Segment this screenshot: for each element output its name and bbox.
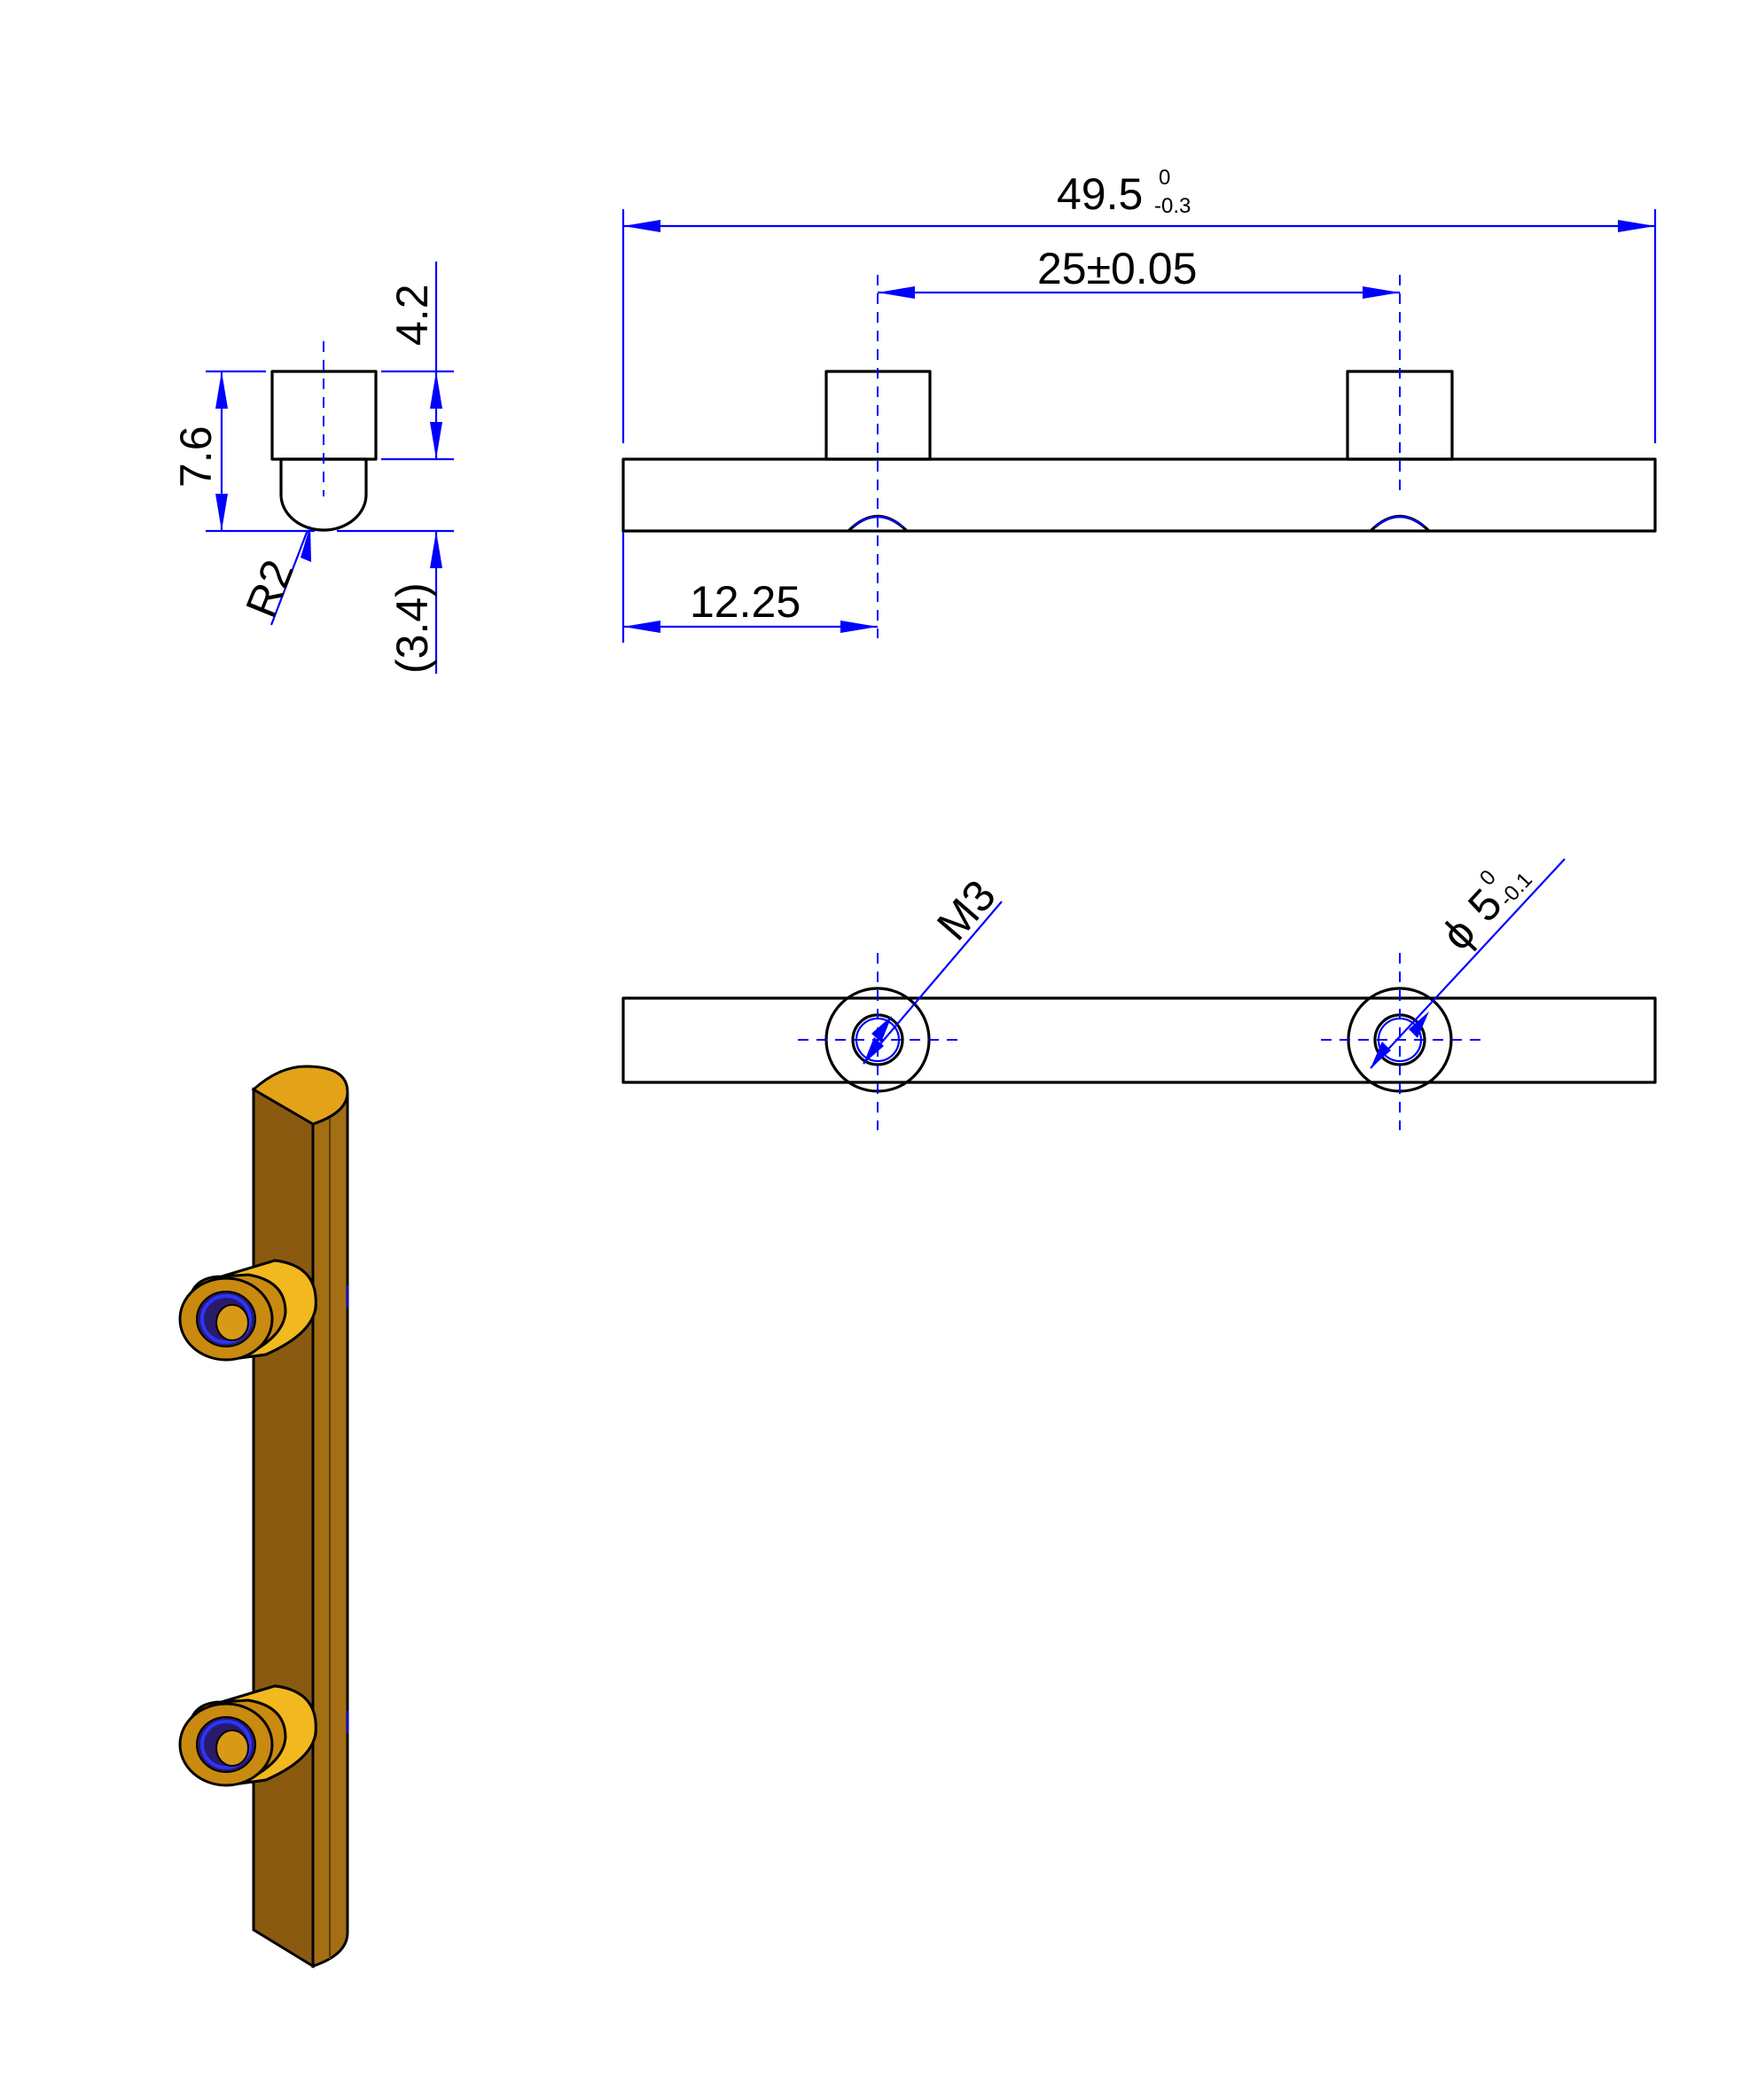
arrow-boss-top bbox=[430, 371, 442, 409]
hole-pitch-label: 25±0.05 bbox=[1037, 244, 1197, 293]
arrow-boss-bottom bbox=[430, 422, 442, 459]
arrow-height-top bbox=[215, 371, 228, 409]
end-height-label: 7.6 bbox=[171, 425, 221, 488]
arrow-pitch-left bbox=[878, 286, 915, 299]
front-view: 49.5 0 -0.3 25±0.05 12.25 bbox=[621, 166, 1657, 643]
iso-boss-lower-cylinder bbox=[221, 1684, 317, 1785]
arrow-pitch-right bbox=[1363, 286, 1400, 299]
arrow-overall-left bbox=[623, 220, 660, 232]
arrow-height-bottom bbox=[215, 494, 228, 531]
front-recess-right-blue bbox=[1374, 516, 1426, 527]
radius-label: R2 bbox=[236, 553, 303, 624]
overall-length-tol-upper: 0 bbox=[1159, 166, 1170, 190]
thread-label: M3 bbox=[927, 870, 1005, 949]
thread-leader bbox=[863, 901, 1003, 1065]
overall-length-label: 49.5 bbox=[1057, 169, 1143, 219]
arrow-edge-left bbox=[623, 621, 660, 633]
top-view: M3 ϕ 5 0 -0.1 bbox=[621, 858, 1657, 1130]
arrow-base-top bbox=[430, 531, 442, 568]
iso-boss-upper-hole-inner bbox=[215, 1304, 249, 1341]
radius-leader bbox=[270, 529, 309, 626]
iso-boss-upper-cylinder bbox=[221, 1259, 317, 1360]
front-base-bar bbox=[621, 457, 1657, 533]
iso-bar-top-face bbox=[251, 1065, 349, 1126]
arrow-diameter-a bbox=[1371, 1042, 1391, 1068]
side-profile-rounded bbox=[279, 457, 368, 532]
iso-bar-side-face bbox=[252, 1087, 315, 1969]
arrow-radius bbox=[301, 525, 311, 562]
edge-to-hole-label: 12.25 bbox=[690, 577, 801, 627]
arrow-edge-right bbox=[840, 621, 878, 633]
arrow-thread-a bbox=[863, 1037, 884, 1064]
arrow-diameter-b bbox=[1409, 1011, 1429, 1038]
iso-boss-lower-hole-inner bbox=[215, 1729, 249, 1767]
side-view: 7.6 4.2 (3.4) R2 bbox=[171, 262, 454, 674]
overall-length-tol-lower: -0.3 bbox=[1154, 194, 1191, 218]
base-height-label: (3.4) bbox=[387, 582, 437, 674]
arrow-overall-right bbox=[1618, 220, 1655, 232]
iso-boss-upper-hole-blue bbox=[200, 1294, 252, 1344]
top-base-bar bbox=[621, 996, 1657, 1084]
iso-boss-lower-hole-blue bbox=[200, 1720, 252, 1769]
boss-height-label: 4.2 bbox=[387, 284, 437, 346]
boss-diameter-leader bbox=[1370, 858, 1566, 1069]
isometric-view bbox=[178, 1065, 349, 1969]
arrow-thread-b bbox=[871, 1016, 892, 1042]
